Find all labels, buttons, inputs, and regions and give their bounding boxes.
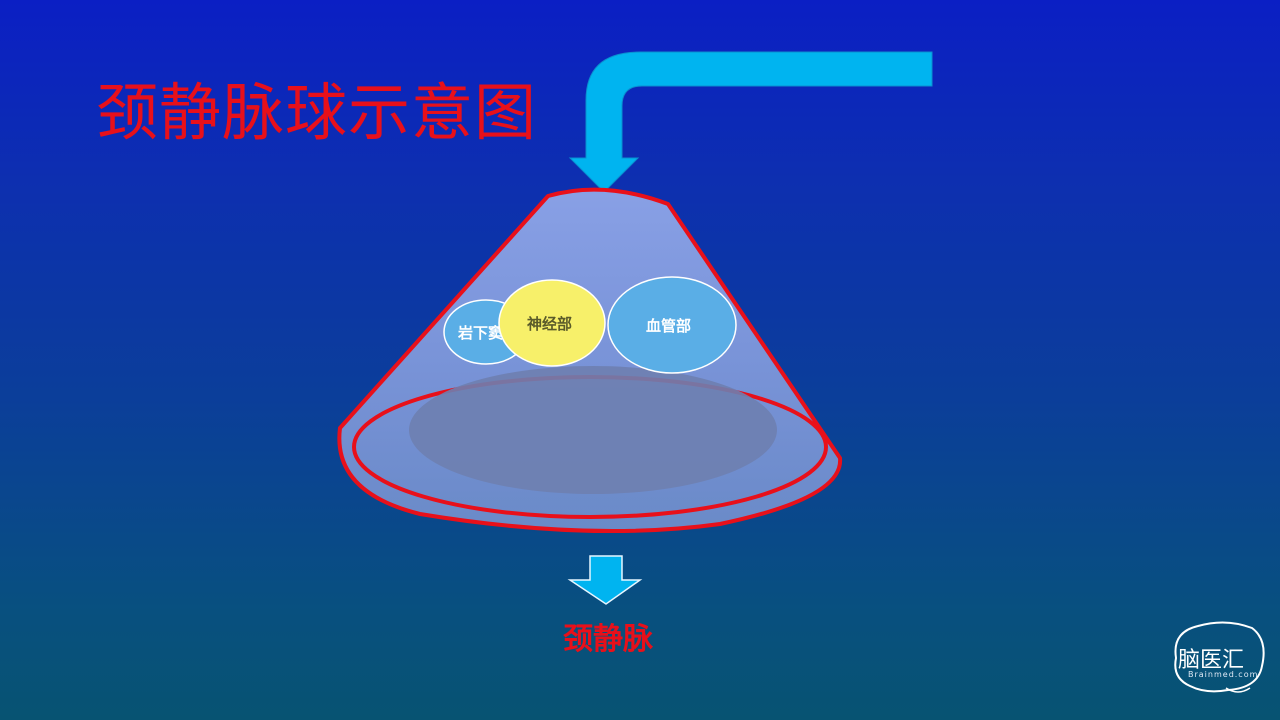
logo-text: 脑医汇	[1178, 648, 1245, 673]
page-title: 颈静脉球示意图	[96, 76, 538, 149]
nervous-part-label: 神经部	[527, 315, 572, 333]
vascular-part-bubble: 血管部	[607, 276, 737, 374]
vascular-part-label: 血管部	[646, 317, 691, 335]
outflow-label: 颈静脉	[563, 622, 653, 657]
outflow-arrow	[567, 555, 643, 605]
inferior-petrosal-label: 岩下窦	[457, 324, 503, 342]
nervous-part-bubble: 神经部	[498, 279, 606, 367]
brand-logo: 脑医汇 Brainmed.com	[1166, 618, 1266, 698]
inflow-arrow	[568, 51, 933, 193]
logo-subtext: Brainmed.com	[1188, 670, 1259, 679]
logo-mark-icon	[1174, 621, 1265, 693]
cone-base-shadow	[409, 366, 777, 494]
